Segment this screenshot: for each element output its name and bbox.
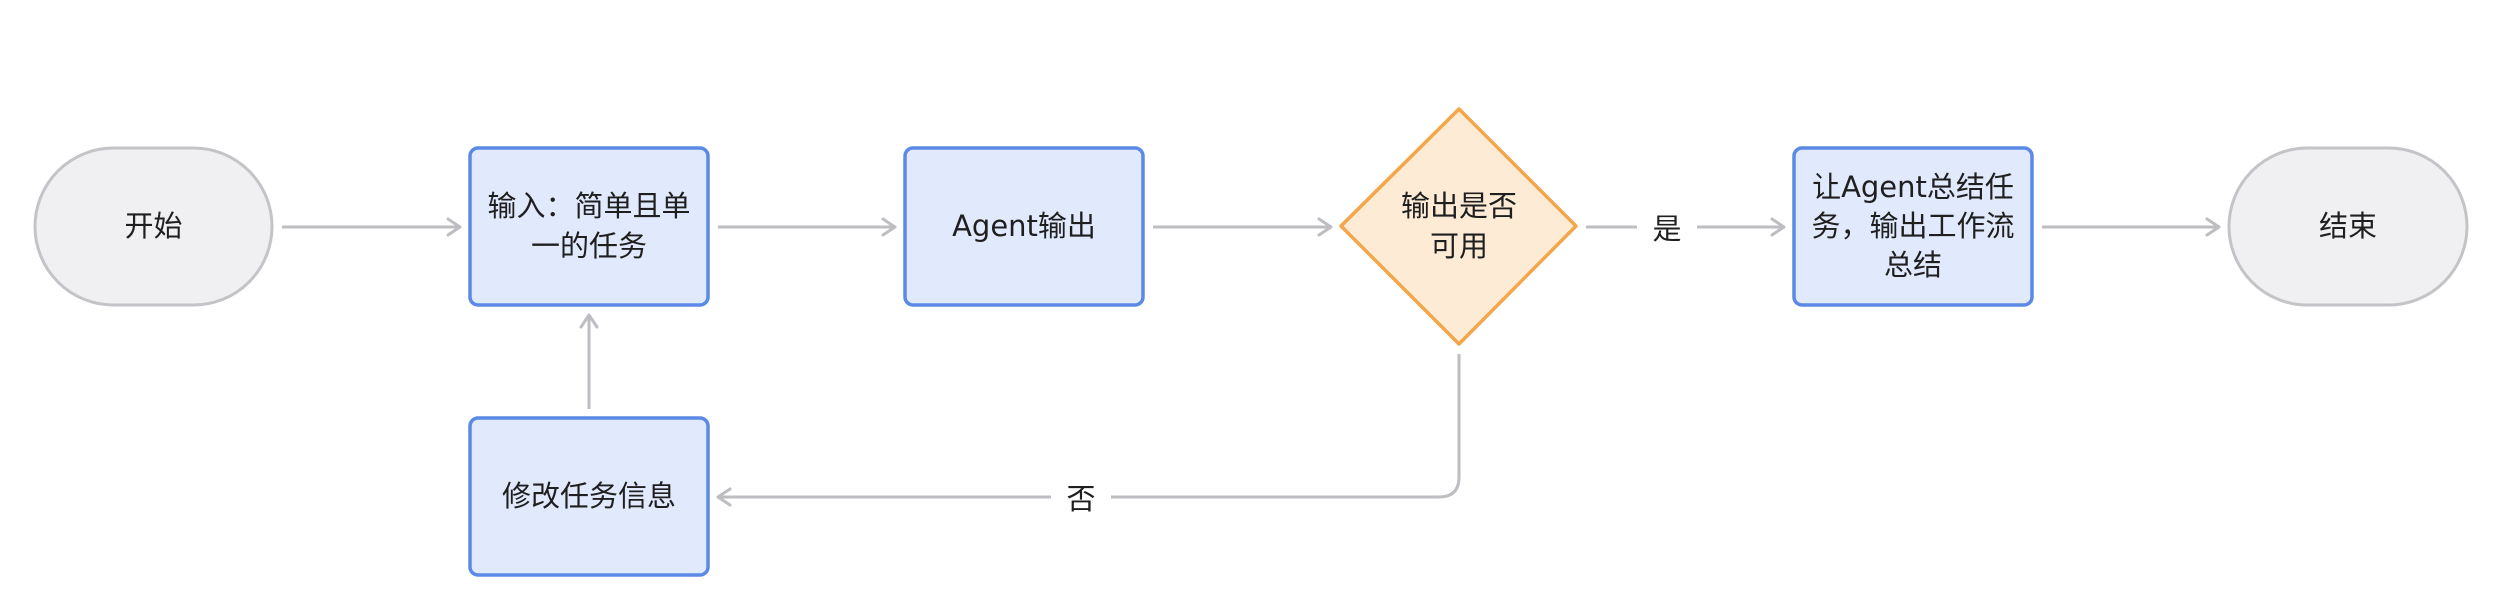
summarize-node — [1792, 146, 2034, 307]
agent-output-node — [903, 146, 1145, 307]
start-label: 开始 — [124, 208, 183, 243]
modify-node — [468, 416, 710, 577]
decision-label: 输出是否 可用 — [1400, 189, 1517, 263]
end-node — [2227, 146, 2469, 307]
modify-label: 修改任务信息 — [501, 478, 676, 513]
edge-decision-to-modify — [716, 354, 1461, 507]
agent-output-label: Agent输出 — [952, 208, 1096, 243]
edge-no-label: 否 — [1051, 475, 1111, 519]
edge-yes-label: 是 — [1637, 205, 1697, 249]
start-node — [33, 146, 274, 307]
input-node — [468, 146, 710, 307]
decision-node — [1339, 107, 1578, 346]
end-label: 结束 — [2318, 208, 2377, 243]
summarize-label: 让Agent总结任 务，输出工作流 总结 — [1811, 169, 2015, 283]
input-label: 输入：简单且单 一的任务 — [487, 189, 691, 263]
